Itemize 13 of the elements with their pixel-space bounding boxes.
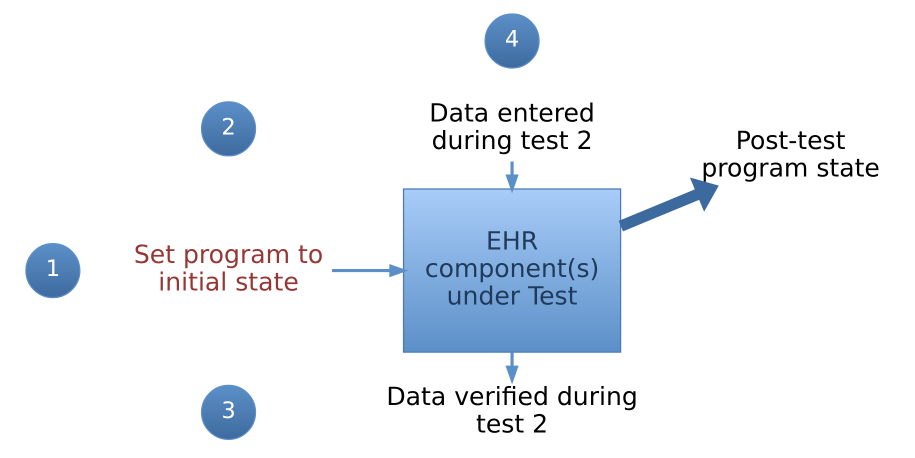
node-circle: 4 [484,12,540,68]
node-circle: 3 [200,384,256,440]
node-text: Data entered during test 2 [429,98,595,154]
node-text: Set program to initial state [134,240,324,296]
arrow [332,264,408,277]
arrow [505,352,519,384]
node-text: Data verified during test 2 [386,381,638,438]
node-circle: 2 [200,100,256,156]
node-box: EHR component(s) under Test [402,188,622,352]
arrow [618,176,719,231]
node-text: Post-test program state [701,125,880,182]
node-circle: 1 [25,242,80,298]
arrow [505,161,519,193]
